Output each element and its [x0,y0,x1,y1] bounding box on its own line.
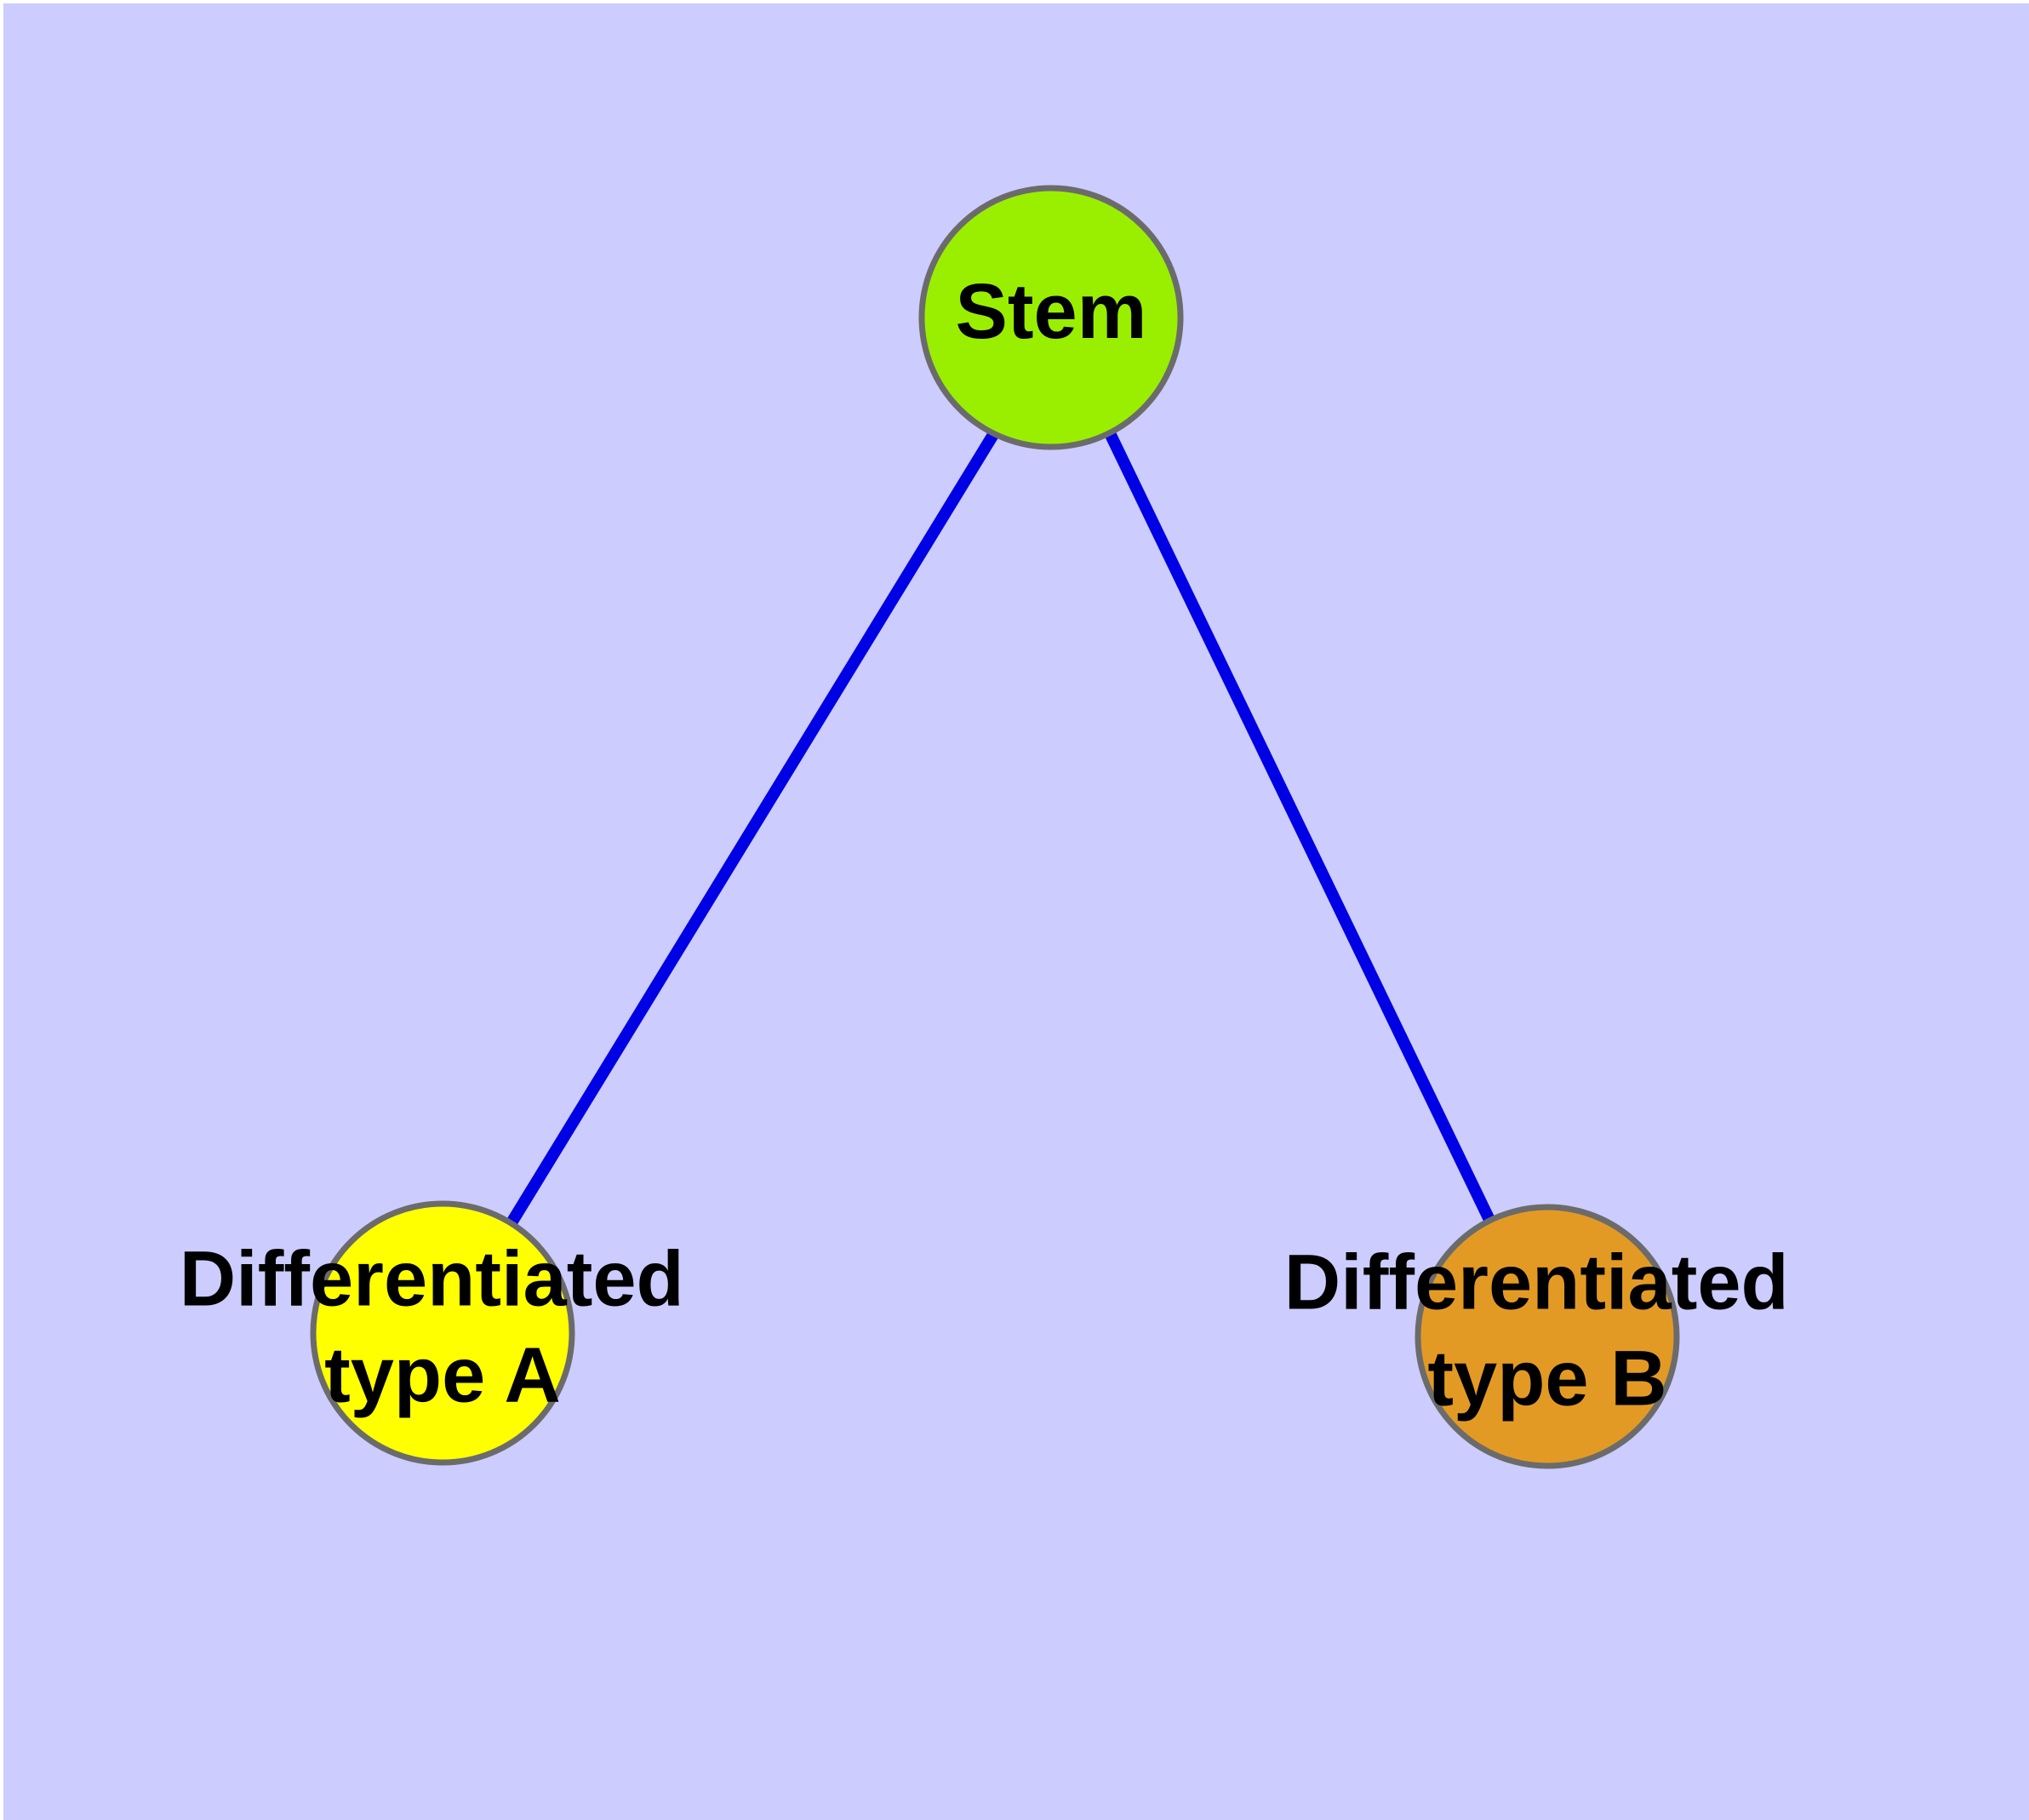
node-differentiated-type-b-label-line-2: type B [1427,1336,1666,1422]
node-stem-label-line-1: Stem [956,268,1147,355]
node-stem-label: Stem [956,268,1147,355]
nodes-layer: Stem Differentiated type A Differentiate… [180,185,1811,1469]
node-differentiated-type-b-label: Differentiated type B [1284,1239,1811,1422]
node-differentiated-type-a-circle[interactable] [310,1200,575,1466]
node-differentiated-type-a-label-line-1: Differentiated [180,1236,684,1323]
node-differentiated-type-b-circle[interactable] [1415,1204,1680,1469]
node-differentiated-type-b[interactable]: Differentiated type B [1284,1204,1811,1469]
edge-stem-to-differentiated-type-a[interactable] [506,430,999,1228]
node-differentiated-type-a[interactable]: Differentiated type A [180,1200,706,1466]
node-differentiated-type-b-label-line-1: Differentiated [1284,1239,1789,1326]
node-stem[interactable]: Stem [918,185,1184,450]
node-stem-circle[interactable] [918,185,1184,450]
edges-layer [506,430,1497,1228]
edge-stem-to-differentiated-type-b[interactable] [1105,432,1497,1227]
node-differentiated-type-a-label-line-2: type A [324,1332,561,1419]
node-differentiated-type-a-label: Differentiated type A [180,1236,706,1419]
